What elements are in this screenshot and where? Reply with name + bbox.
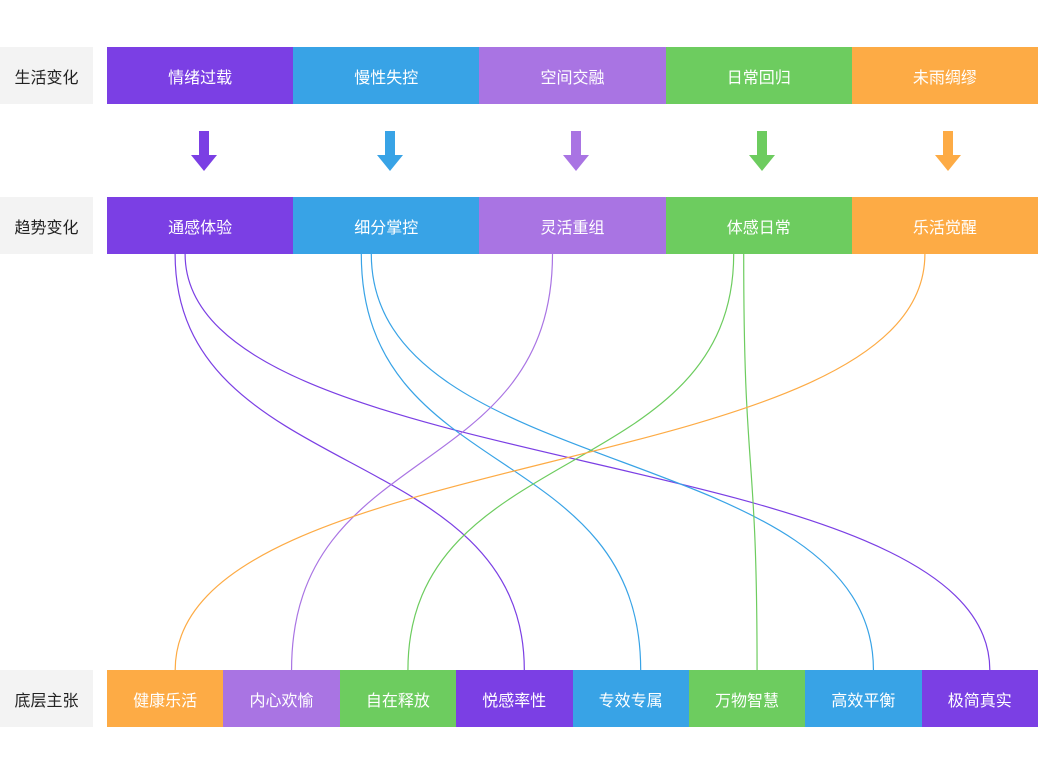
life-cell-1: 慢性失控: [293, 47, 480, 104]
link-curve-0: [174, 253, 525, 671]
life-cell-3: 日常回归: [665, 47, 852, 104]
trend-cell-2: 灵活重组: [479, 197, 666, 254]
life-cell-2: 空间交融: [479, 47, 666, 104]
claim-cell-6: 高效平衡: [805, 670, 922, 727]
row-label-trend: 趋势变化: [0, 197, 93, 254]
arrow-down-icon-4: [935, 131, 961, 171]
trend-cell-4: 乐活觉醒: [851, 197, 1039, 254]
life-cell-4: 未雨绸缪: [851, 47, 1039, 104]
claim-cell-0: 健康乐活: [107, 670, 224, 727]
trend-change-row: 通感体验 细分掌控 灵活重组 体感日常 乐活觉醒: [107, 197, 1039, 254]
link-curve-3: [370, 253, 875, 671]
row-label-claim: 底层主张: [0, 670, 93, 727]
claim-cell-4: 专效专属: [572, 670, 689, 727]
claim-cell-1: 内心欢愉: [223, 670, 340, 727]
claim-cell-2: 自在释放: [339, 670, 457, 727]
life-cell-0: 情绪过载: [107, 47, 294, 104]
arrow-down-icon-3: [749, 131, 775, 171]
arrow-down-icon-1: [377, 131, 403, 171]
arrow-down-icon-2: [563, 131, 589, 171]
row-label-life: 生活变化: [0, 47, 93, 104]
link-curve-5: [407, 253, 735, 671]
life-change-row: 情绪过载 慢性失控 空间交融 日常回归 未雨绸缪: [107, 47, 1039, 104]
claim-cell-7: 极简真实: [921, 670, 1038, 727]
core-claim-row: 健康乐活 内心欢愉 自在释放 悦感率性 专效专属 万物智慧 高效平衡 极简真实: [107, 670, 1038, 727]
claim-cell-5: 万物智慧: [688, 670, 806, 727]
link-curve-2: [360, 253, 642, 671]
arrow-down-icon-0: [191, 131, 217, 171]
link-curve-6: [743, 253, 758, 671]
claim-cell-3: 悦感率性: [456, 670, 573, 727]
link-curve-7: [174, 253, 926, 671]
trend-cell-0: 通感体验: [107, 197, 294, 254]
link-curve-4: [290, 253, 554, 671]
trend-cell-3: 体感日常: [665, 197, 852, 254]
trend-cell-1: 细分掌控: [293, 197, 480, 254]
link-curve-1: [184, 253, 991, 671]
